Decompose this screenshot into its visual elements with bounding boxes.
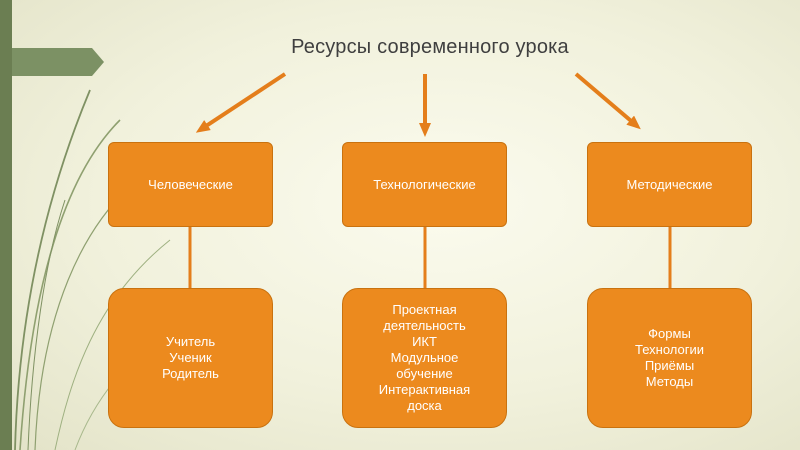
list-item: ИКТ: [412, 334, 437, 349]
list-item: доска: [407, 398, 442, 413]
category-methodical-label: Методические: [626, 177, 713, 192]
list-item: Приёмы: [644, 358, 695, 373]
arrow-to-method: [574, 72, 641, 130]
category-technological: Технологические: [342, 142, 507, 227]
arrow-to-human: [195, 72, 287, 133]
list-item: Ученик: [169, 350, 212, 365]
resource-list-methodical: Формы Технологии Приёмы Методы: [587, 288, 752, 428]
list-item: обучение: [396, 366, 453, 381]
list-item: Учитель: [165, 334, 216, 349]
category-technological-label: Технологические: [373, 177, 476, 192]
list-item: деятельность: [383, 318, 466, 333]
list-item: Проектная: [392, 302, 457, 317]
list-item: Родитель: [162, 366, 219, 381]
list-item: Формы: [648, 326, 691, 341]
list-item: Технологии: [634, 342, 704, 357]
category-human-label: Человеческие: [148, 177, 233, 192]
title-arrow-shape: [12, 48, 104, 76]
resource-list-technological: Проектная деятельность ИКТ Модульное обу…: [342, 288, 507, 428]
category-human: Человеческие: [108, 142, 273, 227]
resource-list-human: Учитель Ученик Родитель: [108, 288, 273, 428]
list-item: Модульное: [390, 350, 459, 365]
diagram-title: Ресурсы современного урока: [291, 36, 569, 58]
left-accent-band: [0, 0, 12, 450]
list-item: Интерактивная: [378, 382, 471, 397]
category-methodical: Методические: [587, 142, 752, 227]
list-item: Методы: [645, 374, 694, 389]
